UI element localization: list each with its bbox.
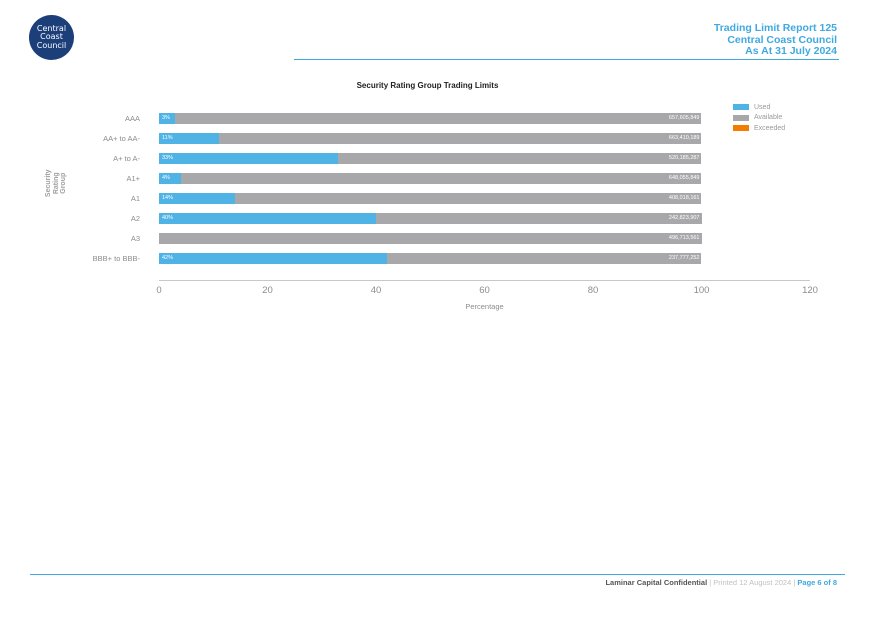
bar-used-label: 40%	[162, 215, 174, 221]
category-label: A2	[130, 214, 140, 223]
bar-available-label: 648,055,849	[668, 175, 700, 181]
bar-available	[338, 153, 702, 164]
category-label: A+ to A-	[113, 154, 140, 163]
legend-item-exceeded: Exceeded	[733, 123, 785, 134]
y-axis-label: Security Rating Group	[44, 169, 67, 198]
legend-swatch-available	[733, 114, 749, 121]
x-tick-label: 100	[693, 285, 710, 296]
legend-item-available: Available	[733, 113, 785, 124]
chart-legend: Used Available Exceeded	[733, 102, 785, 134]
bar-used	[159, 113, 176, 124]
x-tick-label: 0	[156, 285, 162, 296]
footer-printed-date: Printed 12 August 2024	[713, 578, 792, 587]
x-tick-label: 20	[262, 285, 273, 296]
legend-label-exceeded: Exceeded	[754, 124, 786, 132]
legend-item-used: Used	[733, 102, 785, 113]
bar-used-label: 11%	[162, 135, 173, 141]
bar-used-label: 4%	[162, 175, 170, 181]
bar-available	[376, 213, 702, 224]
bar-available	[386, 253, 702, 264]
bar-available	[218, 133, 702, 144]
report-date: As At 31 July 2024	[745, 45, 837, 57]
page-footer: Laminar Capital Confidential | Printed 1…	[605, 578, 837, 587]
report-header: Trading Limit Report 125 Central Coast C…	[713, 22, 837, 58]
bar-available	[180, 173, 702, 184]
footer-separator: |	[707, 578, 714, 587]
footer-separator: |	[791, 578, 798, 587]
category-label: A1+	[126, 174, 140, 183]
bar-used	[159, 253, 387, 264]
logo-line-3: Council	[36, 40, 67, 50]
logo-line-1: Central	[36, 23, 67, 33]
bar-available-label: 657,605,849	[668, 115, 700, 121]
x-tick-label: 120	[802, 285, 818, 296]
chart-title: Security Rating Group Trading Limits	[356, 81, 499, 90]
council-logo: Central Coast Council	[29, 15, 74, 60]
logo-line-2: Coast	[40, 32, 63, 42]
bar-used	[159, 153, 339, 164]
legend-label-used: Used	[754, 103, 771, 111]
bar-used-label: 3%	[162, 115, 170, 121]
header-divider	[294, 59, 839, 60]
footer-confidential: Laminar Capital Confidential	[605, 578, 708, 587]
x-tick-label: 60	[479, 285, 490, 296]
x-axis-line	[159, 280, 810, 281]
bar-used	[159, 193, 235, 204]
bar-used-label: 14%	[162, 195, 174, 201]
bar-used	[159, 133, 219, 144]
bar-used-label: 33%	[162, 155, 174, 161]
report-title: Trading Limit Report 125	[713, 22, 837, 34]
bar-available	[175, 113, 702, 124]
bar-available-label: 496,713,561	[668, 235, 700, 241]
bar-available-label: 237,777,252	[668, 255, 700, 261]
category-label: A3	[130, 234, 140, 243]
footer-page-number: Page 6 of 8	[797, 578, 837, 587]
category-label: BBB+ to BBB-	[92, 254, 140, 263]
bar-available-label: 663,410,189	[668, 135, 700, 141]
bar-available	[234, 193, 702, 204]
bar-available-label: 408,018,161	[668, 195, 700, 201]
bar-available-label: 520,185,287	[668, 155, 700, 161]
bar-used	[159, 173, 181, 184]
bar-used	[159, 213, 376, 224]
x-tick-label: 40	[370, 285, 382, 296]
category-label: AA+ to AA-	[103, 134, 140, 143]
category-label: AAA	[124, 114, 140, 123]
legend-label-available: Available	[754, 114, 783, 122]
legend-swatch-used	[733, 104, 749, 111]
x-tick-label: 80	[587, 285, 599, 296]
x-axis-label: Percentage	[465, 302, 504, 311]
bar-available-label: 242,823,907	[668, 215, 700, 221]
report-client: Central Coast Council	[727, 33, 837, 46]
category-label: A1	[130, 194, 140, 203]
bar-available	[159, 233, 702, 244]
bar-used-label: 42%	[162, 255, 174, 261]
footer-divider	[30, 574, 845, 575]
legend-swatch-exceeded	[733, 125, 749, 132]
